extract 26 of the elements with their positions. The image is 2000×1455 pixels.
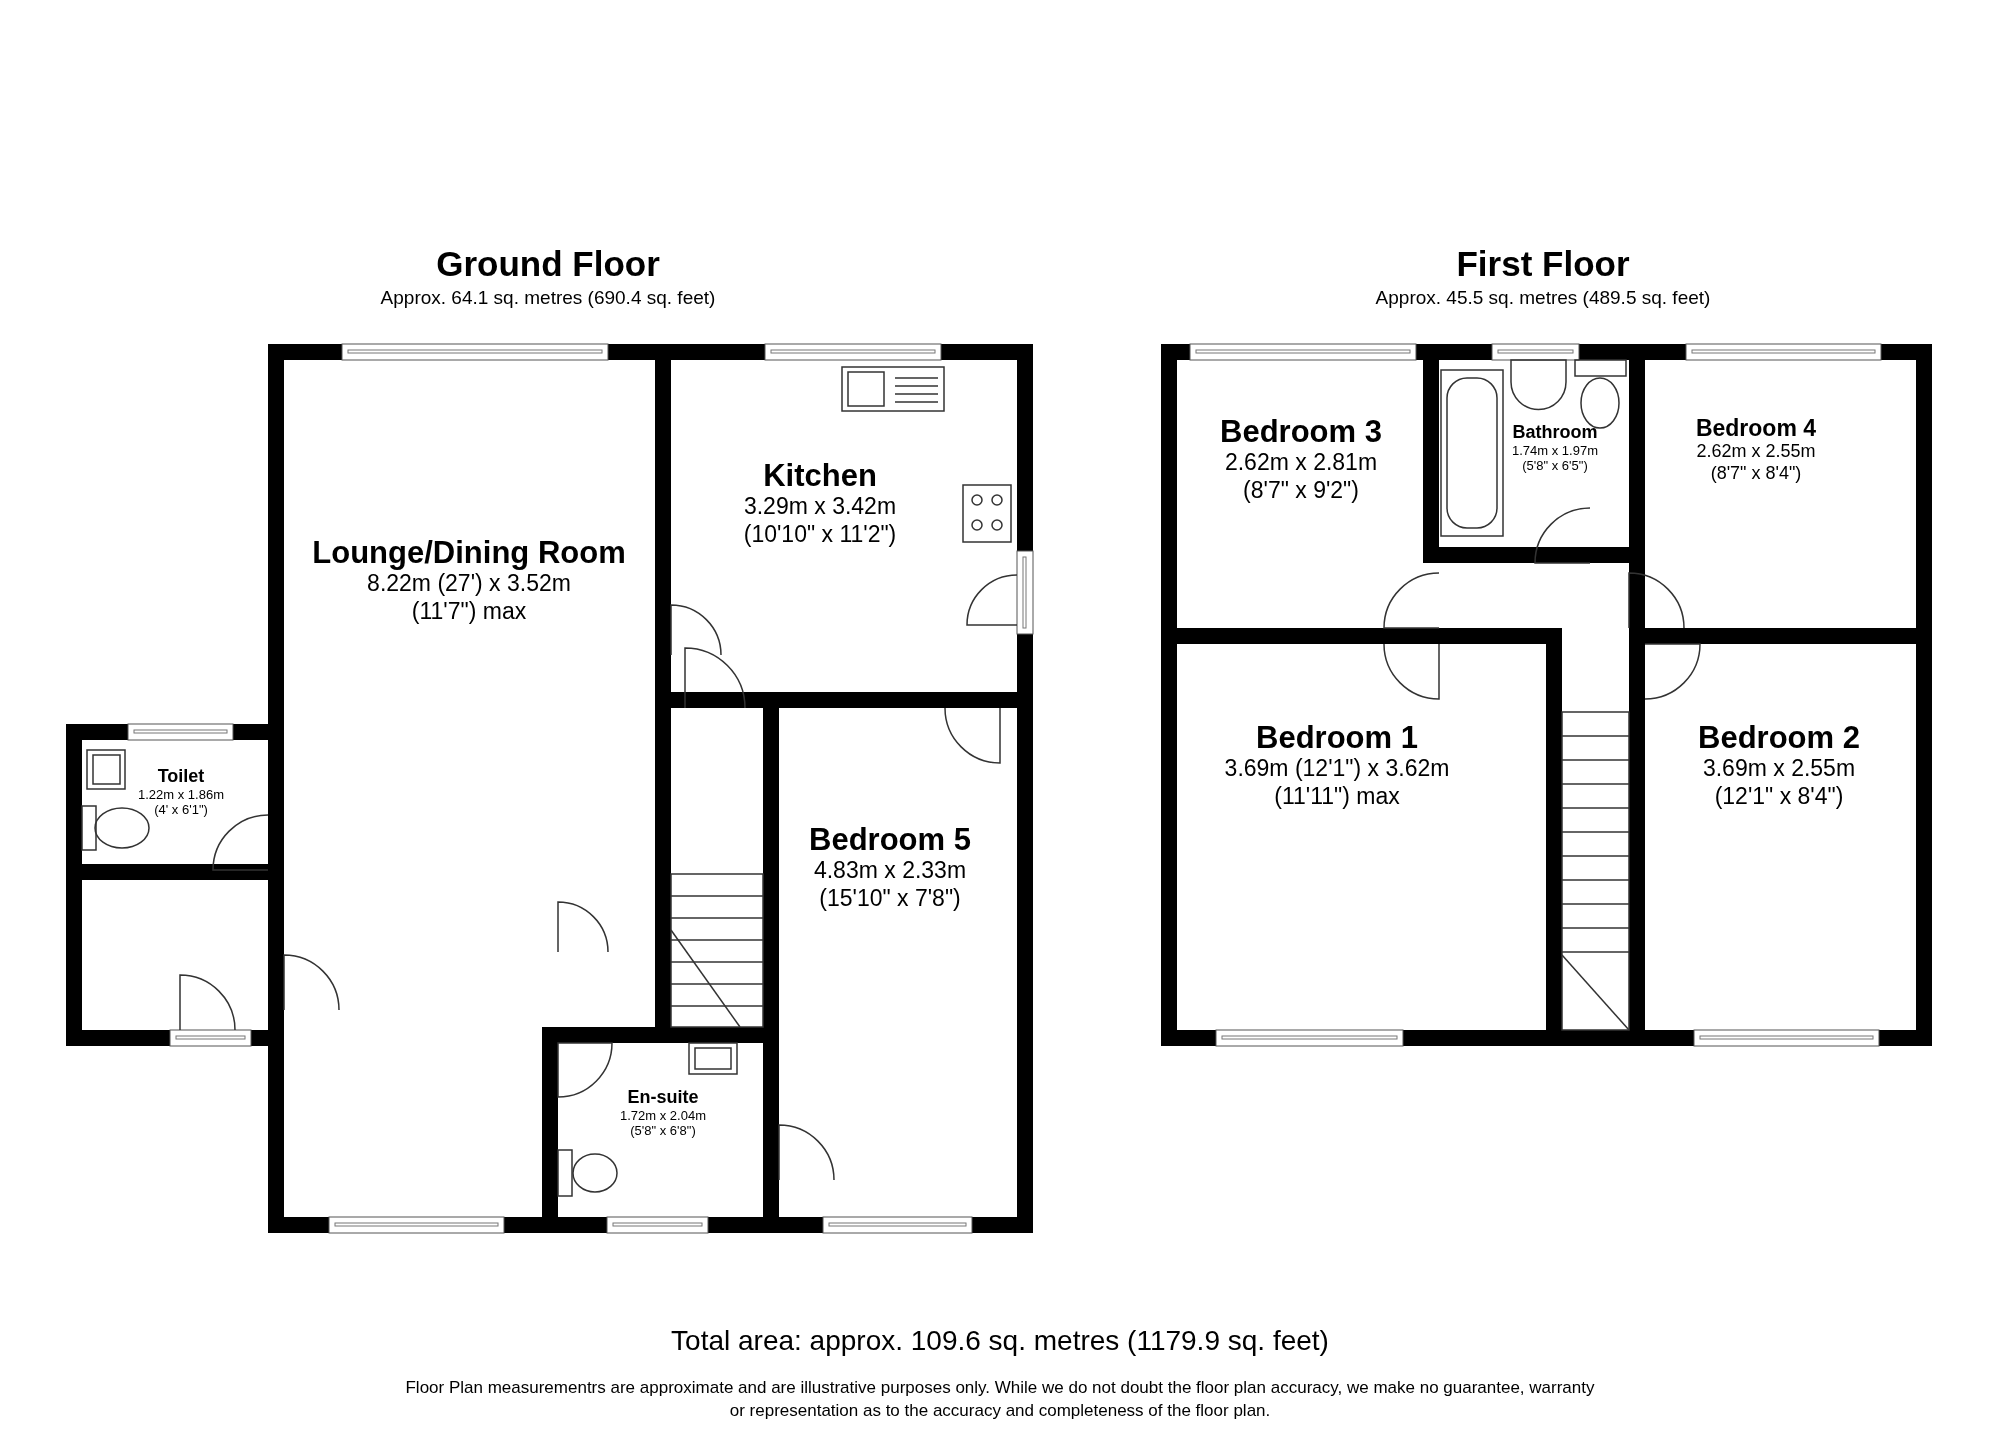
floor-title: First Floor bbox=[1455, 243, 1631, 285]
room-dimensions: 3.29m x 3.42m (10'10" x 11'2") bbox=[742, 493, 898, 549]
total-area-note: Total area: approx. 109.6 sq. metres (1179.9 sq. feet) bbox=[670, 1325, 1330, 1357]
room-name: Bedroom 4 bbox=[1695, 416, 1817, 442]
room-name: Bathroom bbox=[1512, 423, 1598, 443]
room-name: Bedroom 2 bbox=[1698, 721, 1860, 756]
room-name: Toilet bbox=[157, 767, 205, 787]
room-dimensions: 1.72m x 2.04m (5'8" x 6'8") bbox=[619, 1107, 707, 1139]
room-name: En-suite bbox=[627, 1088, 699, 1108]
floor-area: Approx. 64.1 sq. metres (690.4 sq. feet) bbox=[248, 285, 848, 311]
room-name: Bedroom 3 bbox=[1220, 415, 1382, 450]
disclaimer-note: Floor Plan measurementrs are approximate and are illustrative purposes only. While we do not doubt the floor plan accuracy, we make no guarantee, warranty or representation as to the accuracy and completeness of the floor plan. bbox=[405, 1377, 1595, 1422]
room-dimensions: 1.22m x 1.86m (4' x 6'1") bbox=[137, 786, 225, 818]
room-name: Lounge/Dining Room bbox=[312, 536, 626, 571]
room-dimensions: 3.69m x 2.55m (12'1" x 8'4") bbox=[1701, 755, 1857, 811]
floor-area: Approx. 45.5 sq. metres (489.5 sq. feet) bbox=[1243, 285, 1843, 311]
room-name: Bedroom 1 bbox=[1256, 721, 1418, 756]
room-dimensions: 2.62m x 2.55m (8'7" x 8'4") bbox=[1695, 441, 1817, 485]
room-name: Kitchen bbox=[763, 459, 877, 494]
room-name: Bedroom 5 bbox=[809, 823, 971, 858]
room-dimensions: 1.74m x 1.97m (5'8" x 6'5") bbox=[1511, 442, 1599, 474]
room-dimensions: 2.62m x 2.81m (8'7" x 9'2") bbox=[1223, 449, 1379, 505]
floor-title: Ground Floor bbox=[435, 243, 661, 285]
room-dimensions: 8.22m (27') x 3.52m (11'7") max bbox=[366, 570, 572, 626]
room-dimensions: 3.69m (12'1") x 3.62m (11'11") max bbox=[1223, 755, 1451, 811]
room-dimensions: 4.83m x 2.33m (15'10" x 7'8") bbox=[812, 857, 968, 913]
